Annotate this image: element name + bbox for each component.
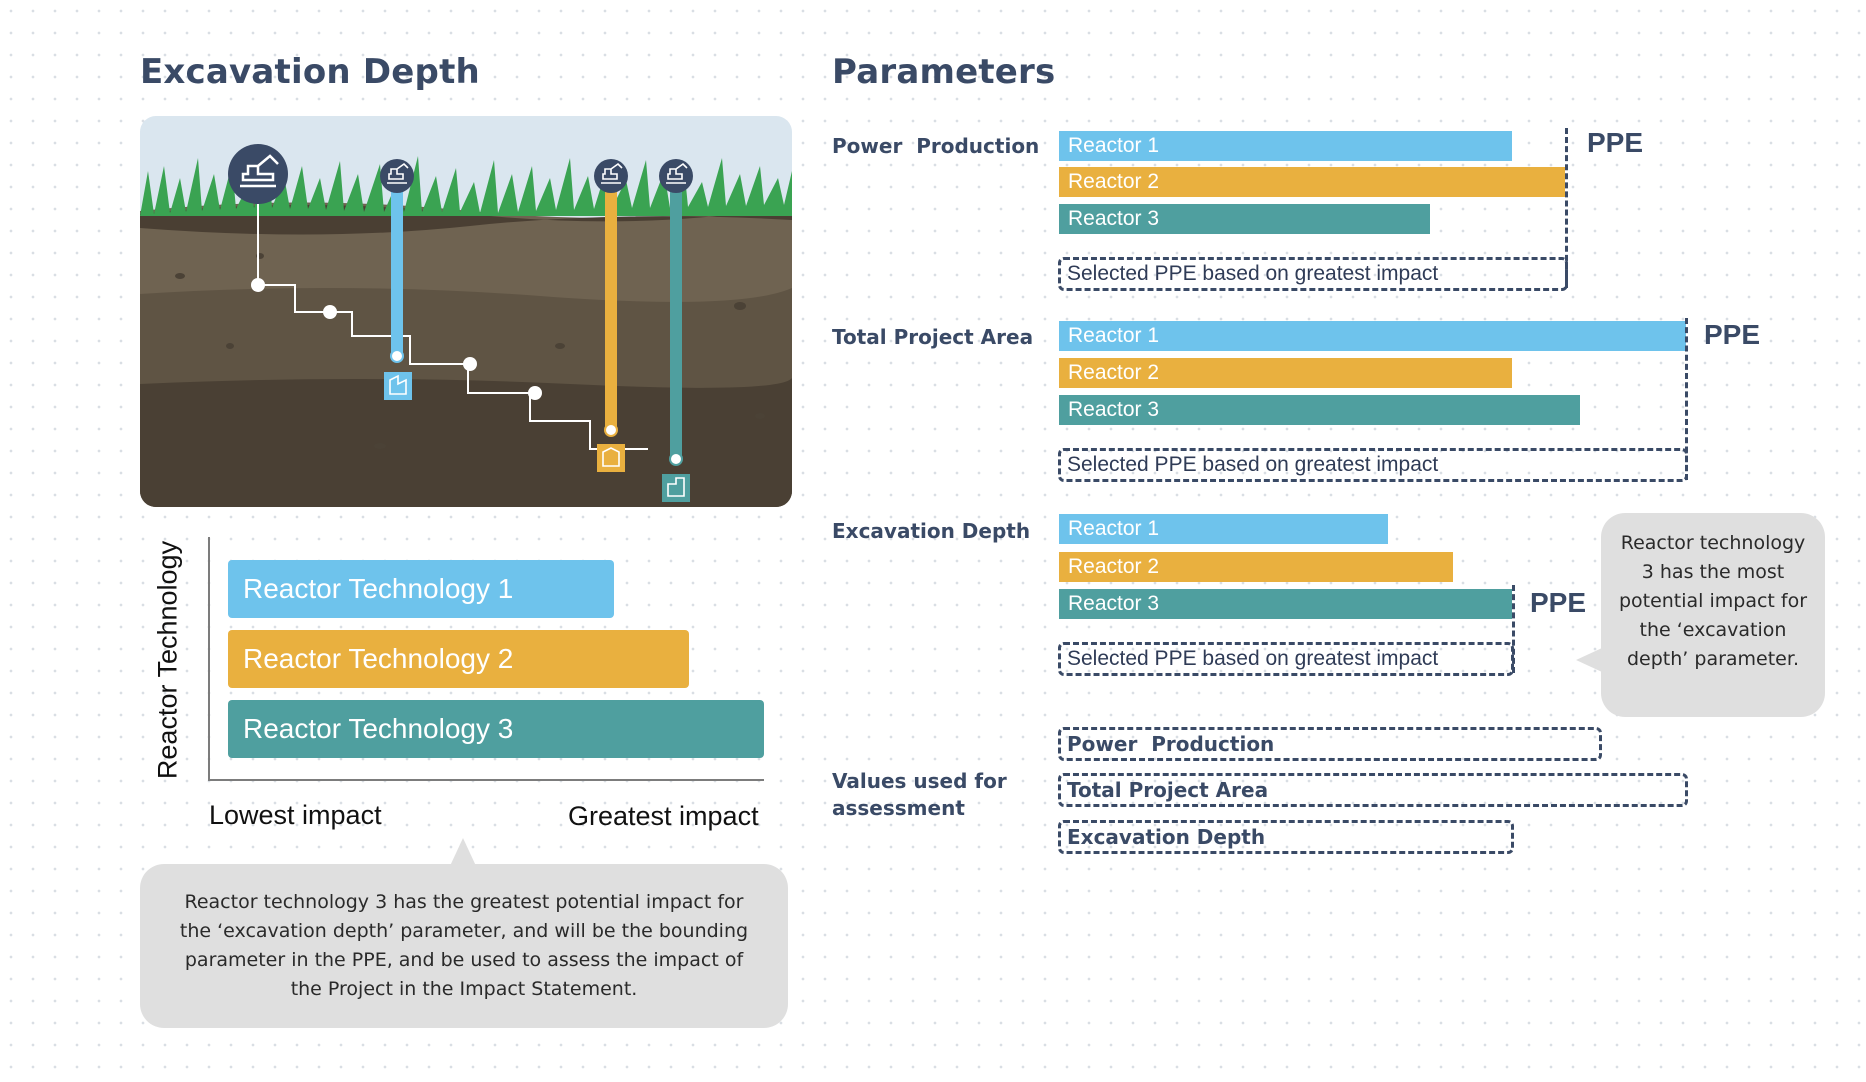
group-label-power-production: Power Production — [832, 134, 1040, 158]
area-ppe-label: PPE — [1704, 319, 1761, 350]
callout-pointer — [450, 838, 476, 866]
value-excavation-depth-box: Excavation Depth — [1058, 820, 1514, 854]
left-callout: Reactor technology 3 has the greatest po… — [140, 864, 788, 1028]
reactor-technology-3-bar: Reactor Technology 3 — [228, 700, 764, 758]
power-reactor-1-bar: Reactor 1 — [1059, 131, 1512, 161]
values-used-label: Values used for assessment — [832, 769, 1007, 820]
power-reactor-3-bar: Reactor 3 — [1059, 204, 1430, 234]
area-reactor-3-bar: Reactor 3 — [1059, 395, 1580, 425]
depth-reactor-2-bar: Reactor 2 — [1059, 552, 1453, 582]
depth-reactor-3-bar: Reactor 3 — [1059, 589, 1512, 619]
group-label-excavation-depth: Excavation Depth — [832, 519, 1031, 543]
power-selected-box: Selected PPE based on greatest impact — [1058, 257, 1568, 291]
area-reactor-1-bar: Reactor 1 — [1059, 321, 1686, 351]
value-total-project-area-box: Total Project Area — [1058, 773, 1688, 807]
depth-ppe-label: PPE — [1530, 587, 1587, 618]
right-callout-pointer — [1576, 648, 1602, 672]
value-power-production-box: Power Production — [1058, 727, 1602, 761]
axis-lowest-label: Lowest impact — [209, 800, 382, 830]
area-selected-box: Selected PPE based on greatest impact — [1058, 448, 1688, 482]
excavator-icon — [228, 144, 288, 204]
y-axis — [208, 537, 210, 780]
depth-reactor-1-bar: Reactor 1 — [1059, 514, 1388, 544]
grass-icon — [140, 156, 792, 216]
reactor-technology-2-bar: Reactor Technology 2 — [228, 630, 689, 688]
depth-selected-box: Selected PPE based on greatest impact — [1058, 642, 1514, 676]
area-ppe-line — [1685, 318, 1688, 480]
left-title: Excavation Depth — [140, 52, 480, 92]
y-axis-label: Reactor Technology — [152, 540, 183, 780]
group-label-total-project-area: Total Project Area — [832, 325, 1034, 349]
reactor-technology-1-bar: Reactor Technology 1 — [228, 560, 614, 618]
power-ppe-line — [1565, 128, 1568, 288]
x-axis — [208, 779, 764, 781]
excavation-illustration — [140, 116, 792, 507]
depth-ppe-line — [1512, 585, 1515, 673]
right-title: Parameters — [832, 52, 1056, 92]
power-reactor-2-bar: Reactor 2 — [1059, 167, 1565, 197]
axis-greatest-label: Greatest impact — [568, 801, 759, 831]
right-callout: Reactor technology 3 has the most potent… — [1601, 513, 1825, 717]
power-ppe-label: PPE — [1587, 127, 1644, 158]
area-reactor-2-bar: Reactor 2 — [1059, 358, 1512, 388]
